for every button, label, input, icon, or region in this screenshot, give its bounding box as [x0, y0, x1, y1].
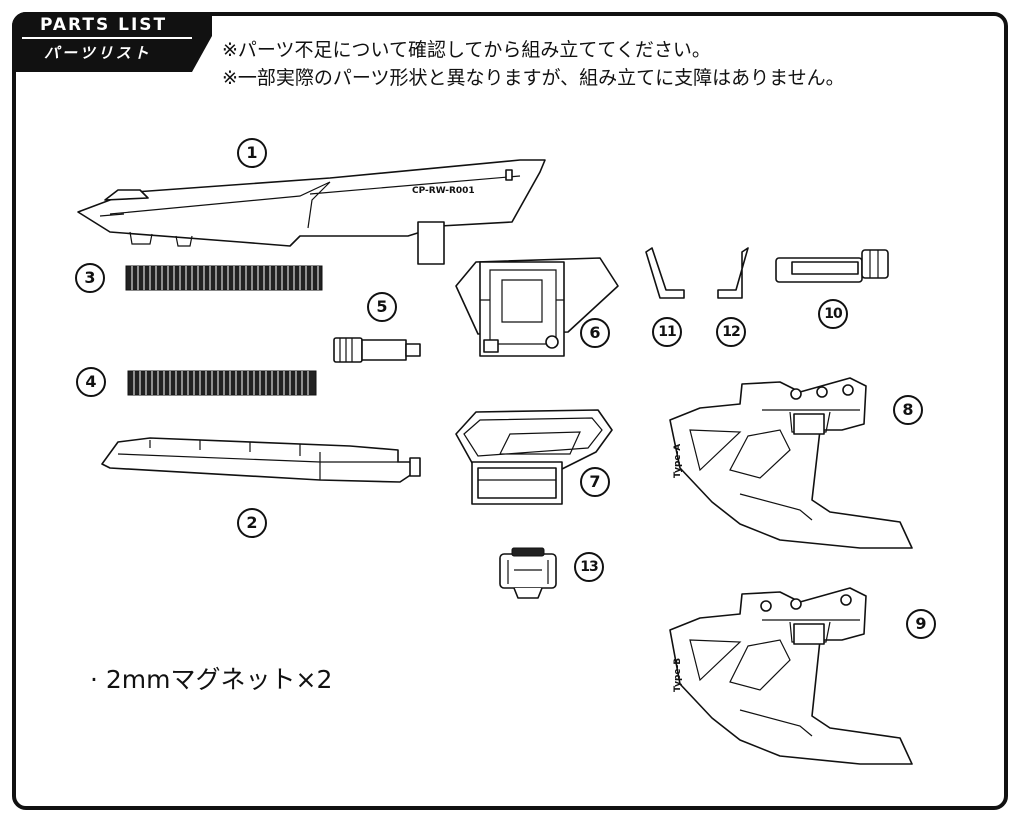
part-number-4: 4 [76, 367, 106, 397]
part-number-5: 5 [367, 292, 397, 322]
part-9-drawing: Type-B [669, 587, 913, 765]
header-tab [12, 12, 212, 72]
part-8-drawing: Type-A [669, 377, 913, 549]
part-4-drawing [127, 370, 317, 396]
part-number-13: 13 [574, 552, 604, 582]
parts-list-frame [12, 12, 1008, 810]
note-line-2: ※一部実際のパーツ形状と異なりますが、組み立てに支障はありません。 [222, 67, 845, 89]
part-10-drawing [775, 249, 889, 283]
part-6-drawing [455, 257, 619, 357]
part-number-12: 12 [716, 317, 746, 347]
part-number-10: 10 [818, 299, 848, 329]
header-subtitle: パーツリスト [44, 44, 152, 62]
part-1-model-text: CP-RW-R001 [412, 186, 475, 196]
part-8-type-text: Type-A [673, 444, 683, 478]
part-1-drawing: CP-RW-R001 [77, 159, 546, 265]
part-number-11: 11 [652, 317, 682, 347]
note-line-1: ※パーツ不足について確認してから組み立ててください。 [222, 39, 711, 61]
part-11-drawing [645, 247, 685, 299]
magnet-accessory-note: · 2mmマグネット×2 [90, 665, 333, 694]
part-number-3: 3 [75, 263, 105, 293]
part-13-drawing [499, 547, 557, 599]
part-number-1: 1 [237, 138, 267, 168]
part-number-6: 6 [580, 318, 610, 348]
part-12-drawing [717, 247, 749, 299]
header-divider [22, 37, 192, 39]
part-number-8: 8 [893, 395, 923, 425]
notes-block: ※パーツ不足について確認してから組み立ててください。 ※一部実際のパーツ形状と異… [222, 36, 845, 92]
part-number-2: 2 [237, 508, 267, 538]
part-5-drawing [333, 337, 421, 363]
part-9-type-text: Type-B [673, 658, 683, 692]
part-number-7: 7 [580, 467, 610, 497]
part-3-drawing [125, 265, 323, 291]
part-2-drawing [101, 437, 421, 483]
part-number-9: 9 [906, 609, 936, 639]
part-7-drawing [455, 409, 613, 505]
header-title: PARTS LIST [40, 15, 168, 35]
